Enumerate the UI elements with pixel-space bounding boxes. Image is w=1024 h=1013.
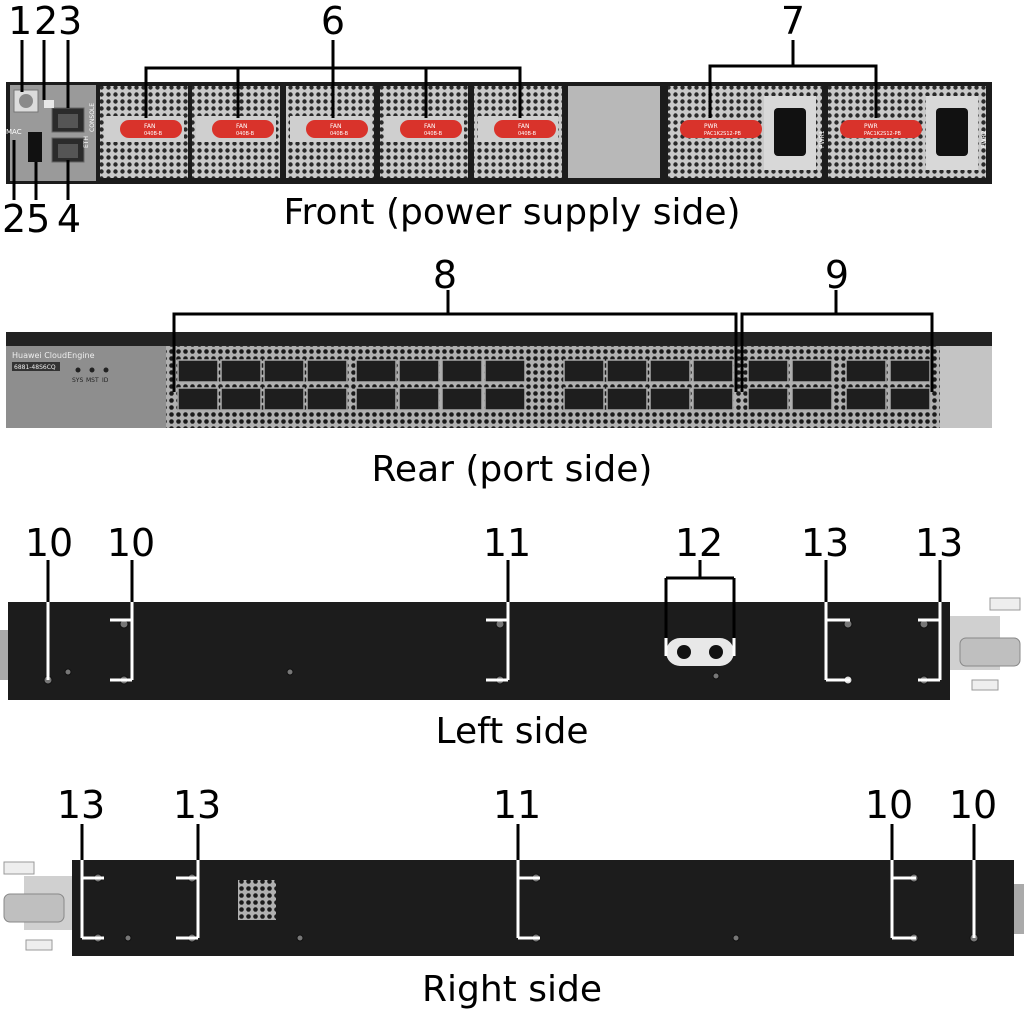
led-id-label: ID bbox=[102, 377, 109, 384]
network-port bbox=[692, 359, 734, 383]
fan-label: FAN bbox=[518, 123, 530, 130]
brand-label: Huawei CloudEngine bbox=[12, 351, 95, 360]
network-port bbox=[355, 359, 397, 383]
model-label: 6881-48S6CQ bbox=[14, 364, 56, 371]
fan-model-label: 040B-B bbox=[518, 131, 537, 137]
network-port bbox=[563, 359, 605, 383]
fan-model-label: 040B-B bbox=[424, 131, 443, 137]
console-label: CONSOLE bbox=[89, 103, 96, 132]
network-port bbox=[220, 359, 262, 383]
pwr2-label: PWR2 bbox=[981, 130, 988, 148]
network-port bbox=[791, 387, 833, 411]
network-port bbox=[845, 359, 887, 383]
callout-10b: 10 bbox=[106, 521, 156, 565]
callout-10a-right: 10 bbox=[864, 783, 914, 827]
led-mst-label: MST bbox=[86, 377, 99, 384]
left-caption: Left side bbox=[435, 711, 589, 752]
network-port bbox=[484, 387, 526, 411]
rear-caption: Rear (port side) bbox=[371, 449, 653, 490]
network-port bbox=[398, 387, 440, 411]
network-port bbox=[606, 359, 648, 383]
network-port bbox=[263, 387, 305, 411]
left-side-view: 10 10 11 12 13 13 bbox=[0, 520, 1024, 760]
fan-model-label: 040B-B bbox=[330, 131, 349, 137]
mac-label: MAC bbox=[6, 128, 22, 136]
callout-25: 25 bbox=[2, 197, 51, 241]
network-port bbox=[606, 387, 648, 411]
fan-label: FAN bbox=[424, 123, 436, 130]
network-port bbox=[484, 359, 526, 383]
psu1-label-2: PAC1K2S12-PB bbox=[704, 131, 742, 137]
callout-10b-right: 10 bbox=[948, 783, 998, 827]
network-port bbox=[177, 359, 219, 383]
front-caption: Front (power supply side) bbox=[283, 192, 741, 233]
callout-13a-right: 13 bbox=[56, 783, 106, 827]
callout-6: 6 bbox=[320, 0, 346, 43]
network-port bbox=[649, 387, 691, 411]
network-port bbox=[791, 359, 833, 383]
network-port bbox=[441, 359, 483, 383]
callout-11: 11 bbox=[482, 521, 532, 565]
network-port bbox=[398, 359, 440, 383]
callout-13a: 13 bbox=[800, 521, 850, 565]
network-port bbox=[177, 387, 219, 411]
left-side-drawing bbox=[0, 560, 1021, 700]
network-port bbox=[692, 387, 734, 411]
network-port bbox=[845, 387, 887, 411]
led-sys-label: SYS bbox=[72, 377, 83, 384]
network-port bbox=[220, 387, 262, 411]
callout-2: 2 bbox=[34, 0, 59, 43]
network-port bbox=[306, 387, 348, 411]
psu1-label-1: PWR bbox=[704, 123, 718, 130]
front-panel-drawing: FAN040B-BFAN040B-BFAN040B-BFAN040B-BFAN0… bbox=[6, 40, 992, 200]
network-port bbox=[747, 359, 789, 383]
network-port bbox=[563, 387, 605, 411]
callout-8: 8 bbox=[432, 253, 458, 297]
network-port bbox=[889, 387, 931, 411]
fan-model-label: 040B-B bbox=[236, 131, 255, 137]
network-port bbox=[441, 387, 483, 411]
callout-13b: 13 bbox=[914, 521, 964, 565]
callout-11-right: 11 bbox=[492, 783, 542, 827]
callout-9: 9 bbox=[824, 253, 850, 297]
right-caption: Right side bbox=[422, 969, 602, 1010]
fan-label: FAN bbox=[330, 123, 342, 130]
right-side-drawing bbox=[3, 824, 1024, 956]
fan-label: FAN bbox=[236, 123, 248, 130]
eth-label: ETH bbox=[83, 136, 90, 148]
network-port bbox=[889, 359, 931, 383]
network-port bbox=[747, 387, 789, 411]
psu2-label-1: PWR bbox=[864, 123, 878, 130]
callout-10a: 10 bbox=[24, 521, 74, 565]
right-side-view: 13 13 11 10 10 Right bbox=[0, 780, 1024, 1013]
callout-12: 12 bbox=[674, 521, 724, 565]
pwr1-label: PWR1 bbox=[819, 130, 826, 148]
rear-panel-drawing: Huawei CloudEngine 6881-48S6CQ SYS MST I… bbox=[6, 290, 992, 428]
callout-4: 4 bbox=[56, 197, 82, 241]
callout-3: 3 bbox=[58, 0, 83, 43]
fan-model-label: 040B-B bbox=[144, 131, 163, 137]
network-port bbox=[355, 387, 397, 411]
network-port bbox=[263, 359, 305, 383]
fan-label: FAN bbox=[144, 123, 156, 130]
callout-1: 1 bbox=[8, 0, 33, 43]
usb-port bbox=[28, 132, 42, 162]
psu2-label-2: PAC1K2S12-PB bbox=[864, 131, 902, 137]
network-port bbox=[649, 359, 691, 383]
network-port bbox=[306, 359, 348, 383]
callout-13b-right: 13 bbox=[172, 783, 222, 827]
callout-7: 7 bbox=[780, 0, 806, 43]
rear-view: 8 9 Huawei CloudEngine 6881-48S6CQ SYS M… bbox=[0, 250, 1024, 500]
